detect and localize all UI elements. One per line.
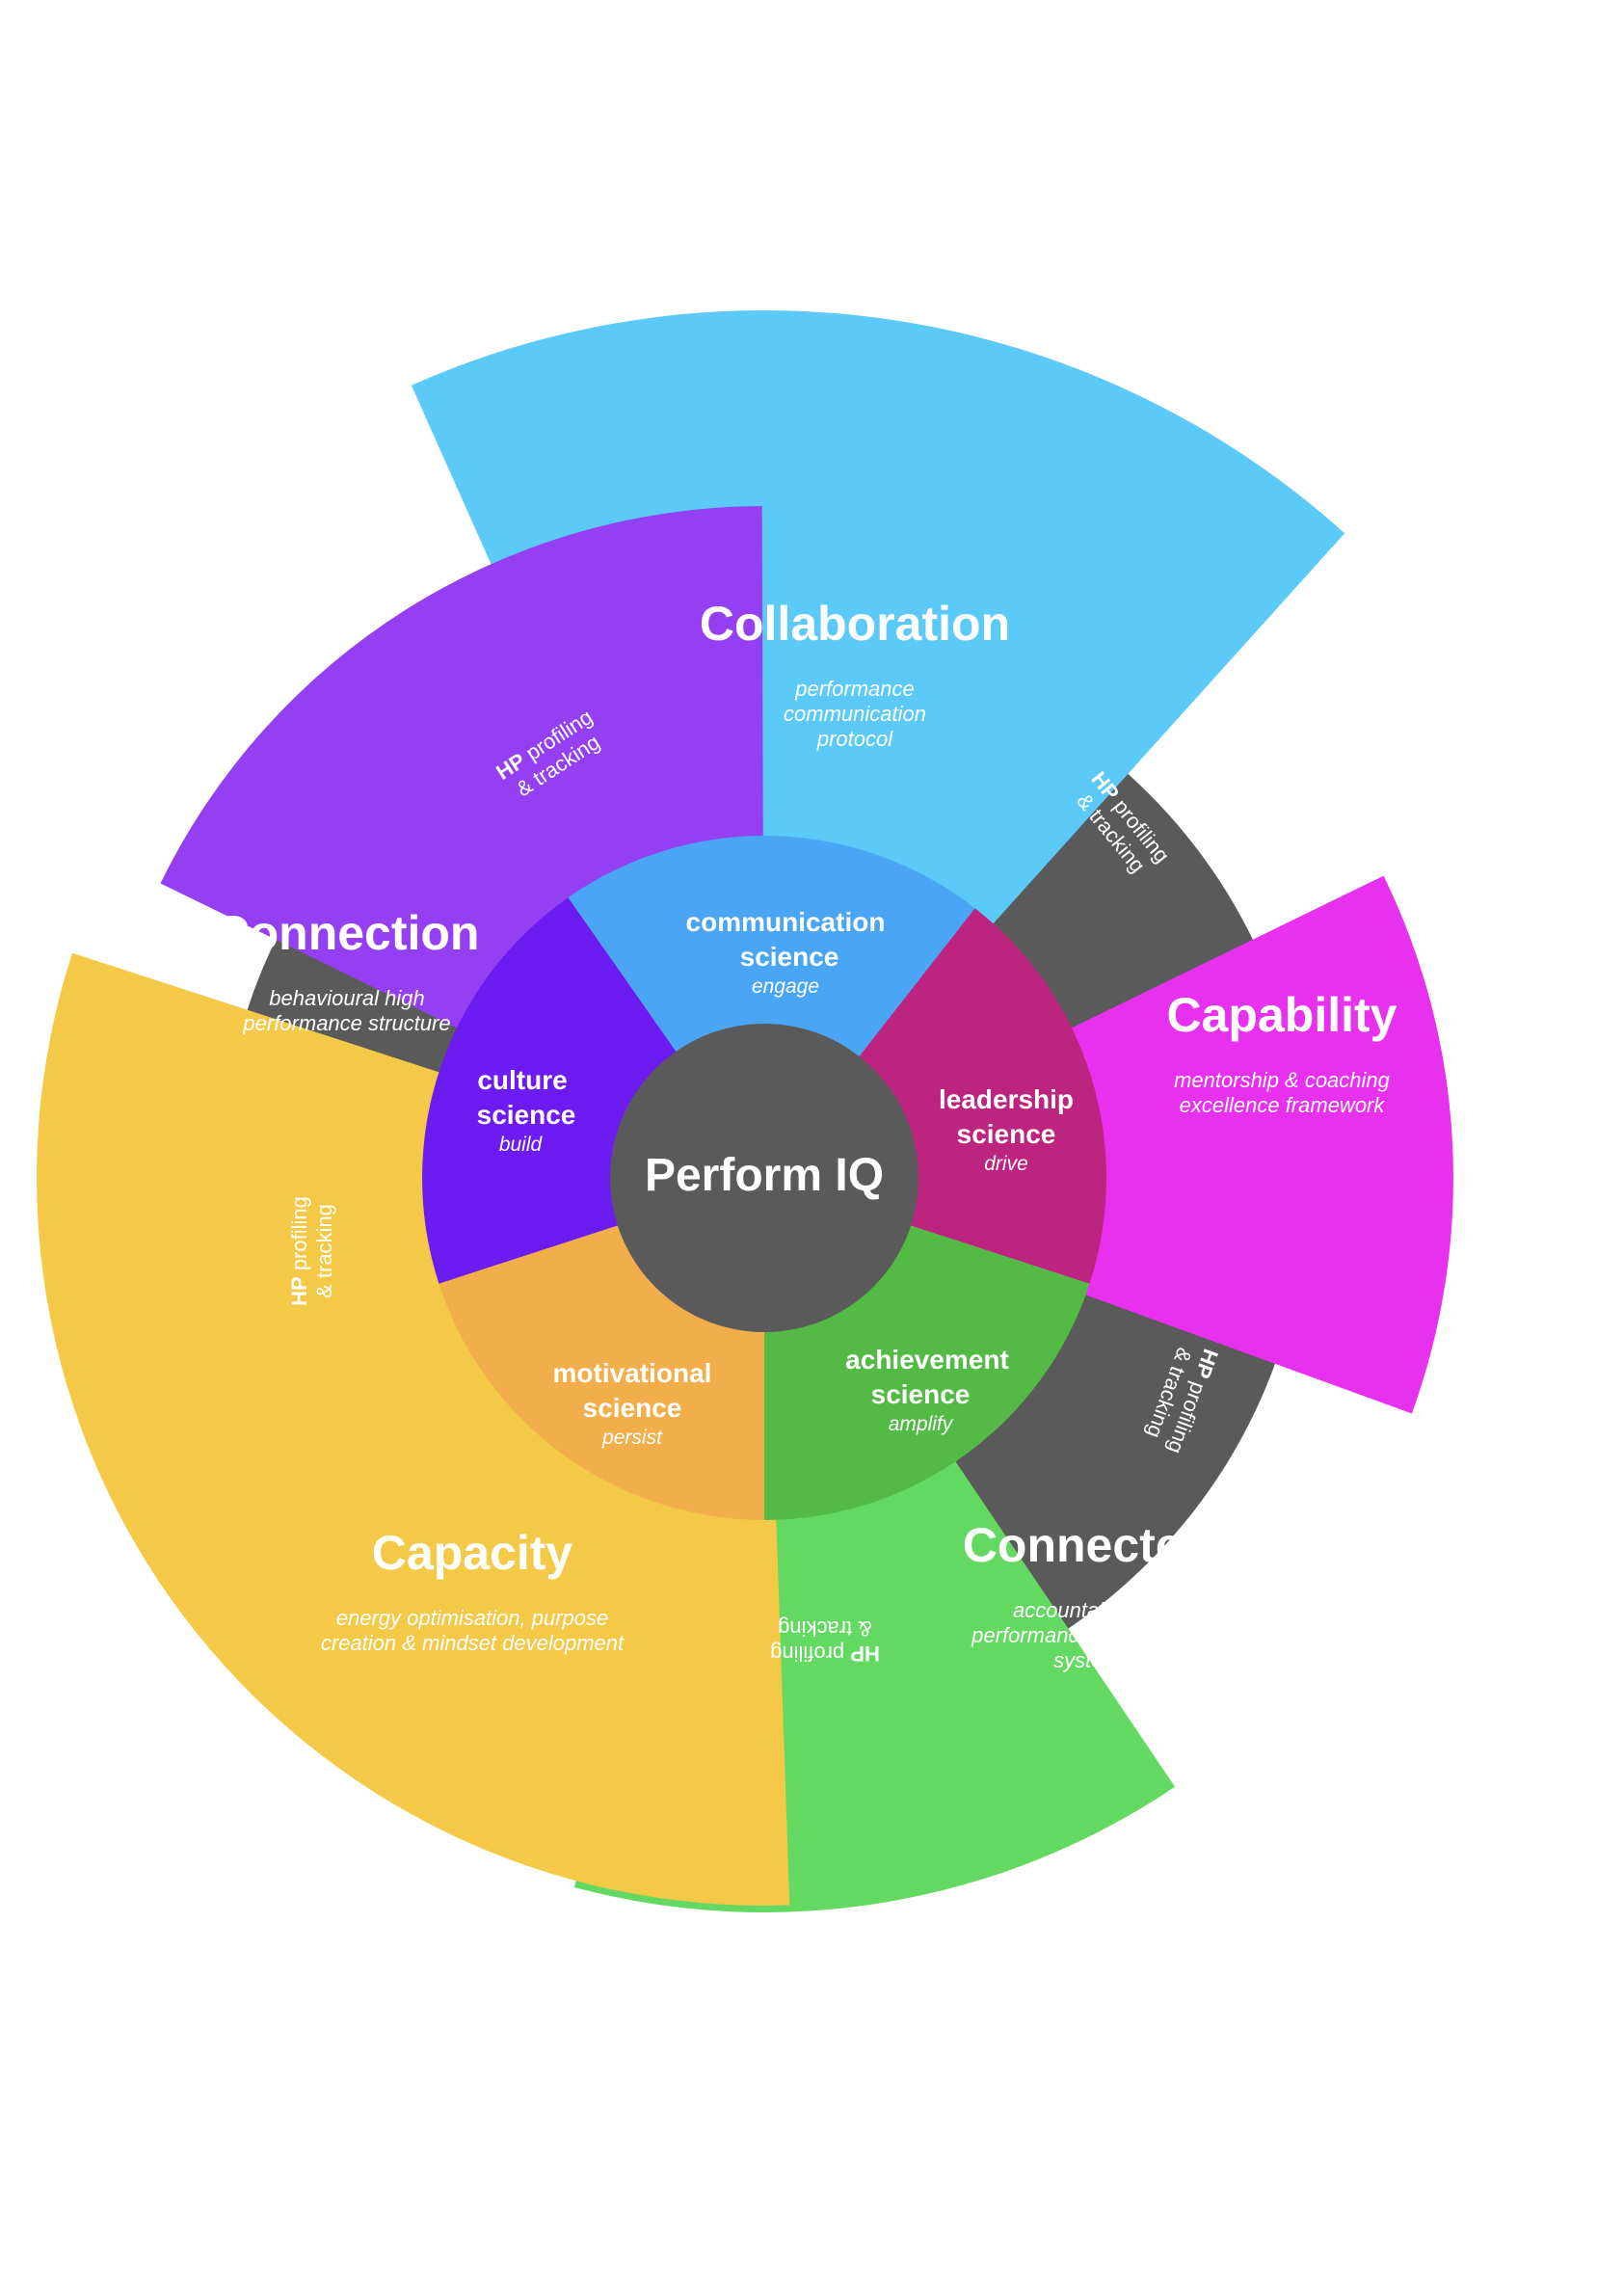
leadership-science-line-1: leadership	[939, 1084, 1074, 1114]
culture-science-verb: build	[499, 1134, 544, 1156]
leadership-science-line-2: science	[957, 1119, 1056, 1149]
collaboration-description-line-1: performance	[794, 677, 915, 701]
hp-label-profiling: profiling	[287, 1196, 311, 1276]
culture-science-line-1: culture	[477, 1065, 567, 1095]
center-label: Perform IQ	[645, 1150, 884, 1201]
hp-label-bottom-line-2: & tracking	[778, 1616, 872, 1641]
connection-title: Connection	[215, 906, 480, 960]
connected-description-line-3: system	[1053, 1648, 1121, 1672]
connected-title: Connected	[963, 1518, 1211, 1572]
achievement-science-segment	[764, 1222, 1090, 1520]
hp-label-profiling: profiling	[770, 1642, 850, 1666]
achievement-science-line-1: achievement	[845, 1345, 1009, 1375]
hp-label-bold: HP	[850, 1642, 880, 1666]
motivational-science-segment	[439, 1222, 764, 1520]
capability-description-line-1: mentorship & coaching	[1174, 1068, 1391, 1092]
hp-label-bold: HP	[287, 1276, 311, 1306]
capacity-title: Capacity	[372, 1526, 573, 1580]
achievement-science-verb: amplify	[889, 1413, 954, 1435]
capability-title: Capability	[1167, 988, 1397, 1042]
connection-description-line-2: performance structure	[242, 1011, 450, 1035]
achievement-science-line-2: science	[871, 1379, 971, 1409]
connected-description-line-1: accountability &	[1013, 1598, 1161, 1622]
communication-science-line-2: science	[740, 942, 839, 972]
collaboration-title: Collaboration	[700, 597, 1010, 651]
capacity-description-line-2: creation & mindset development	[321, 1631, 625, 1655]
motivational-science-line-1: motivational	[553, 1358, 712, 1388]
motivational-science-verb: persist	[601, 1427, 663, 1449]
hp-label-bottom: HP profiling & tracking	[770, 1616, 880, 1666]
hp-label-left-line-2: & tracking	[312, 1204, 336, 1298]
capability-outer-sector	[893, 875, 1453, 1414]
connected-description-line-2: performance diagnostics	[971, 1623, 1203, 1647]
hp-label-left-line-1: HP profiling	[287, 1196, 311, 1306]
collaboration-description-line-2: communication	[784, 702, 926, 726]
leadership-science-verb: drive	[984, 1153, 1028, 1175]
capacity-description-line-1: energy optimisation, purpose	[336, 1606, 609, 1630]
communication-science-segment	[568, 836, 975, 1064]
connection-description-line-1: behavioural high	[269, 986, 424, 1010]
hp-label-left: HP profiling & tracking	[287, 1196, 336, 1306]
communication-science-verb: engage	[752, 975, 819, 998]
collaboration-description-line-3: protocol	[816, 727, 893, 751]
hp-label-bottom-line-1: HP profiling	[770, 1642, 880, 1666]
communication-science-line-1: communication	[686, 907, 886, 937]
center-hub	[610, 1024, 918, 1332]
culture-science-line-2: science	[477, 1100, 576, 1130]
capability-description-line-2: excellence framework	[1180, 1093, 1386, 1117]
motivational-science-line-2: science	[583, 1393, 682, 1423]
